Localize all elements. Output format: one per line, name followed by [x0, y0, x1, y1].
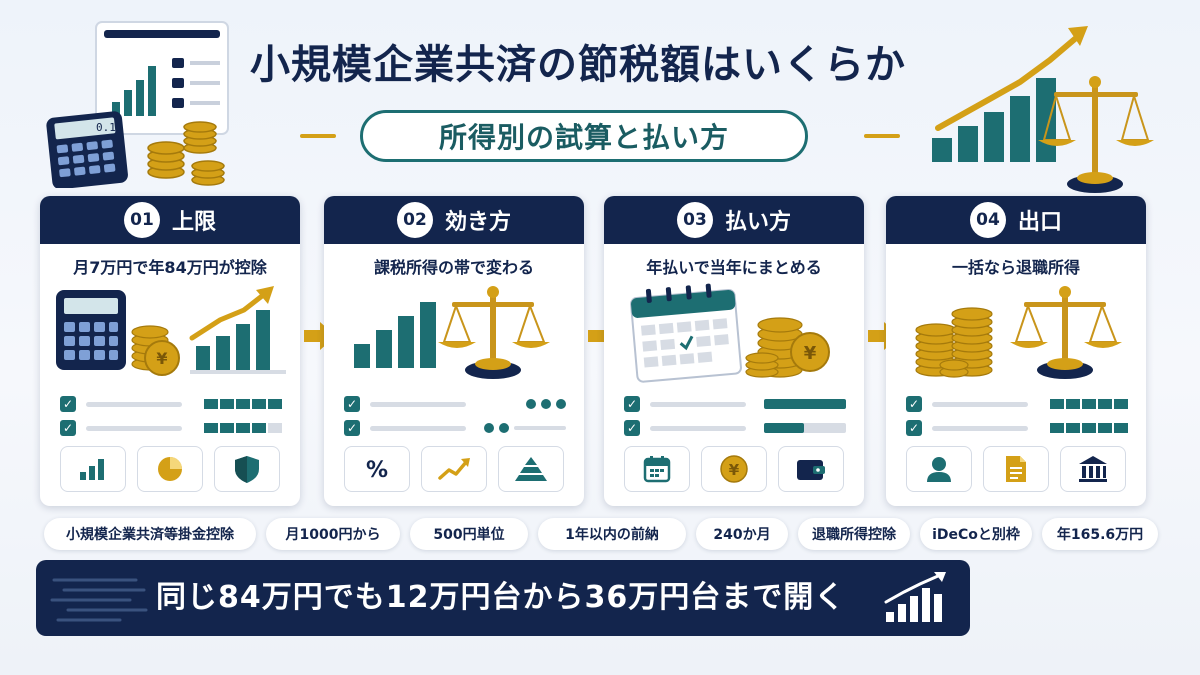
- step-illustration: [886, 280, 1146, 386]
- bar-chart-icon: [60, 446, 126, 492]
- progress-blocks: [204, 399, 282, 409]
- step-description: 年払いで当年にまとめる: [646, 258, 822, 277]
- document-icon: [983, 446, 1049, 492]
- check-icon: ✓: [60, 396, 76, 412]
- check-icon: ✓: [344, 396, 360, 412]
- subtitle-pill: 所得別の試算と払い方: [360, 110, 808, 162]
- bank-icon: [1060, 446, 1126, 492]
- step-description: 月7万円で年84万円が控除: [73, 258, 267, 277]
- shield-icon: [214, 446, 280, 492]
- progress-bar: [764, 399, 846, 409]
- placeholder-line: [650, 402, 746, 407]
- checklist-row: ✓: [906, 396, 1128, 414]
- step-header: 04 出口: [886, 196, 1146, 244]
- keyword-tag: iDeCoと別枠: [920, 518, 1032, 550]
- step-number: 04: [969, 202, 1006, 238]
- step-illustration: ¥: [40, 280, 300, 386]
- svg-text:¥: ¥: [156, 349, 167, 368]
- progress-blocks: [1050, 423, 1128, 433]
- placeholder-line: [650, 426, 746, 431]
- keyword-tag: 月1000円から: [266, 518, 400, 550]
- checklist-row: ✓: [344, 396, 566, 414]
- checklist-row: ✓: [60, 420, 282, 438]
- keyword-tag: 240か月: [696, 518, 788, 550]
- step-number: 03: [676, 202, 713, 238]
- keyword-tag: 年165.6万円: [1042, 518, 1158, 550]
- step-card-1: 01 上限 月7万円で年84万円が控除 ¥ ✓: [40, 196, 300, 506]
- svg-text:%: %: [366, 458, 388, 483]
- svg-text:¥: ¥: [804, 343, 817, 364]
- checklist-row: ✓: [906, 420, 1128, 438]
- progress-blocks: [1050, 399, 1128, 409]
- step-illustration: [324, 280, 584, 386]
- checklist-row: ✓: [624, 396, 846, 414]
- growth-chart-icon: [884, 572, 946, 622]
- step-title: 効き方: [444, 210, 511, 235]
- progress-bar: [764, 423, 846, 433]
- header-illustration-left: 0.11: [40, 18, 240, 190]
- calendar-icon: [624, 446, 690, 492]
- title-dash-right: [864, 134, 900, 138]
- step-number: 01: [123, 202, 160, 238]
- keyword-tag: 小規模企業共済等掛金控除: [44, 518, 256, 550]
- step-header: 03 払い方: [604, 196, 864, 244]
- check-icon: ✓: [624, 420, 640, 436]
- pyramid-icon: [498, 446, 564, 492]
- percent-icon: %: [344, 446, 410, 492]
- progress-blocks: [204, 423, 282, 433]
- step-header: 02 効き方: [324, 196, 584, 244]
- dot-indicators: [526, 399, 566, 409]
- step-title: 出口: [1017, 210, 1062, 235]
- step-description: 課税所得の帯で変わる: [373, 258, 534, 277]
- trend-up-icon: [421, 446, 487, 492]
- check-icon: ✓: [60, 420, 76, 436]
- keyword-tag: 1年以内の前納: [538, 518, 686, 550]
- yen-coin-icon: ¥: [701, 446, 767, 492]
- placeholder-line: [932, 402, 1028, 407]
- placeholder-line: [86, 402, 182, 407]
- step-number: 02: [396, 202, 433, 238]
- check-icon: ✓: [906, 420, 922, 436]
- placeholder-line: [932, 426, 1028, 431]
- title-dash-left: [300, 134, 336, 138]
- step-title: 上限: [171, 210, 216, 235]
- check-icon: ✓: [624, 396, 640, 412]
- speed-lines: [50, 578, 148, 622]
- checklist-row: ✓: [624, 420, 846, 438]
- keyword-tag: 500円単位: [410, 518, 528, 550]
- step-card-4: 04 出口 一括なら退職所得 ✓ ✓: [886, 196, 1146, 506]
- step-header: 01 上限: [40, 196, 300, 244]
- wallet-icon: [778, 446, 844, 492]
- checklist-row: ✓: [60, 396, 282, 414]
- pie-chart-icon: [137, 446, 203, 492]
- page-title: 小規模企業共済の節税額はいくらか: [250, 42, 906, 88]
- check-icon: ✓: [906, 396, 922, 412]
- step-illustration: ¥: [604, 280, 864, 386]
- placeholder-line: [370, 402, 466, 407]
- conclusion-text: 同じ84万円でも12万円台から36万円台まで開く: [156, 580, 846, 615]
- dot-indicators: [484, 423, 566, 433]
- header-illustration-right: [928, 20, 1168, 196]
- calculator-display: 0.11: [96, 121, 123, 134]
- step-card-2: 02 効き方 課税所得の帯で変わる ✓ ✓ %: [324, 196, 584, 506]
- placeholder-line: [86, 426, 182, 431]
- step-card-3: 03 払い方 年払いで当年にまとめる ¥ ✓: [604, 196, 864, 506]
- keyword-tag: 退職所得控除: [798, 518, 910, 550]
- step-title: 払い方: [724, 210, 791, 235]
- checklist-row: ✓: [344, 420, 566, 438]
- check-icon: ✓: [344, 420, 360, 436]
- placeholder-line: [370, 426, 466, 431]
- step-description: 一括なら退職所得: [951, 258, 1080, 277]
- person-icon: [906, 446, 972, 492]
- conclusion-banner: 同じ84万円でも12万円台から36万円台まで開く: [36, 560, 970, 636]
- svg-text:¥: ¥: [729, 461, 740, 479]
